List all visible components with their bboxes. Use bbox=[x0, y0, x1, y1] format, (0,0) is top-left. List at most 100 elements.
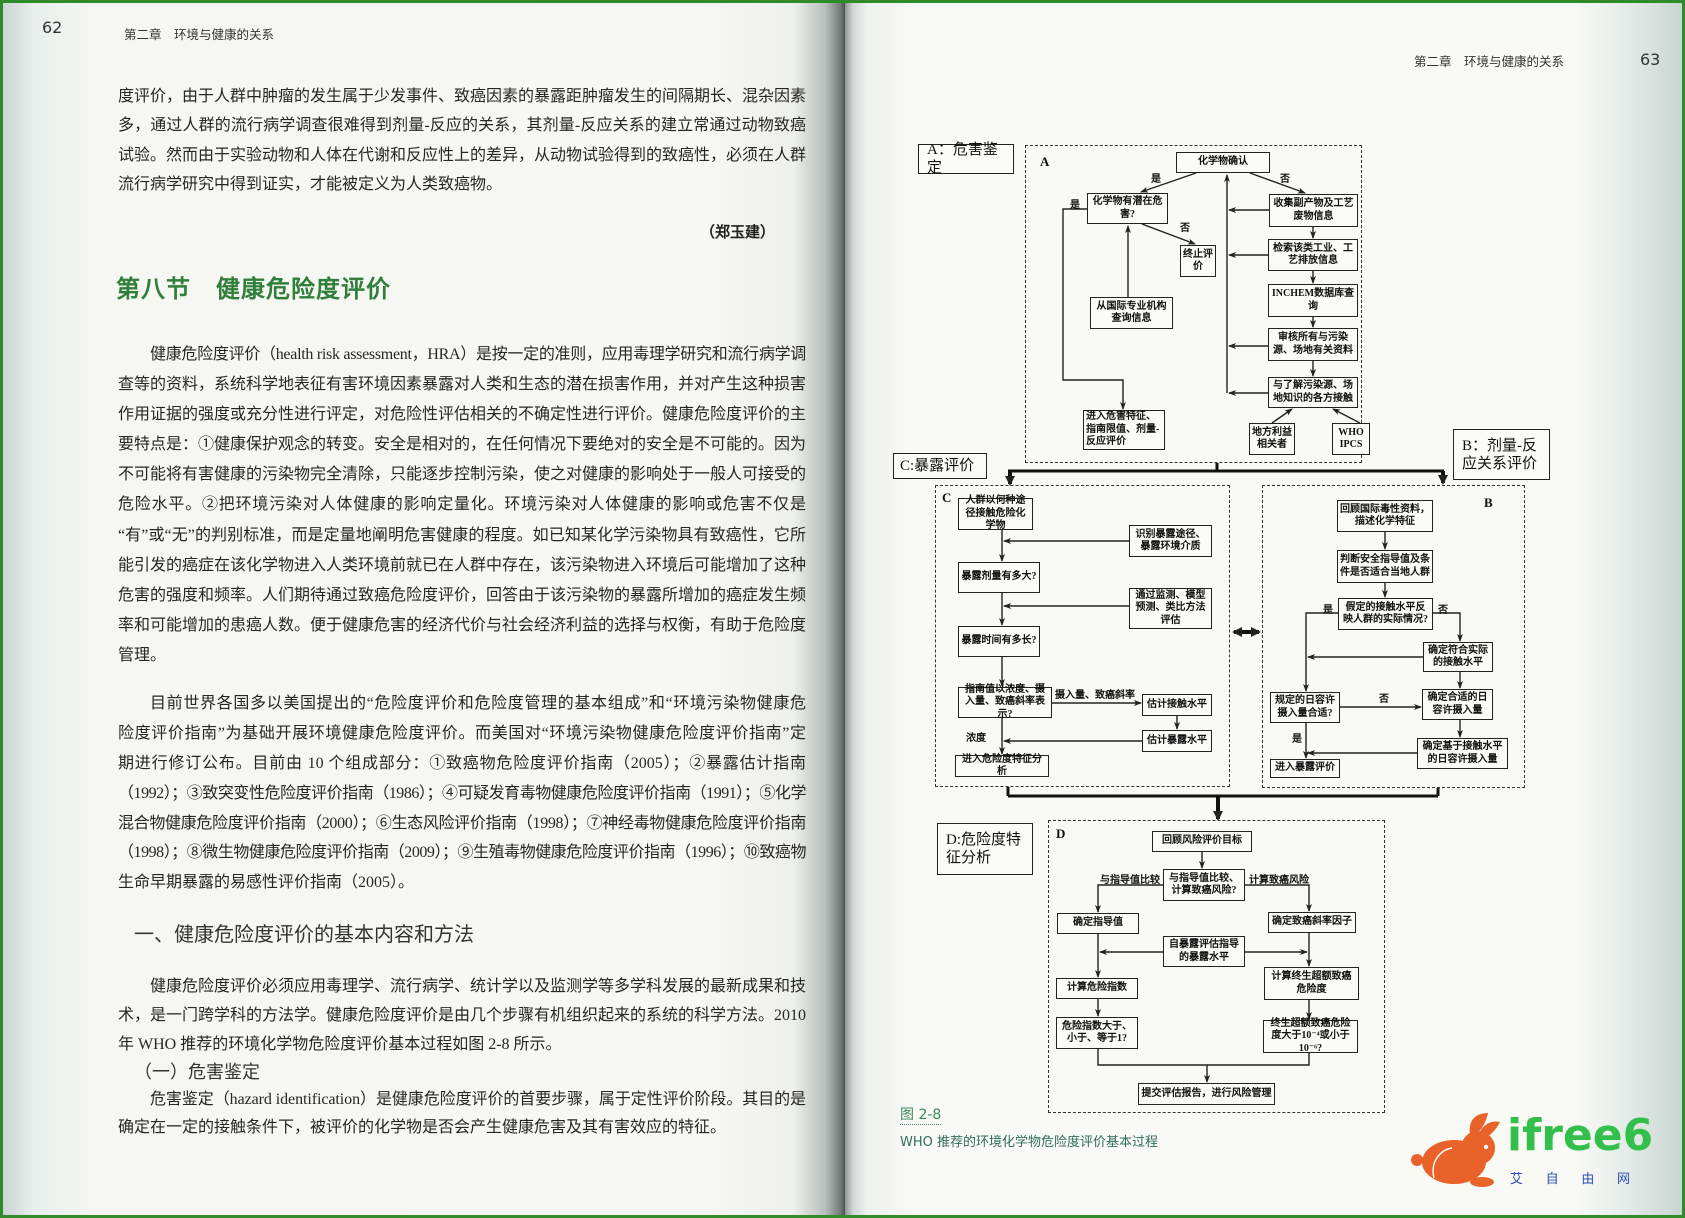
text-line: 危害的强度和频率。人们期待通过致癌危险度评价，回答由于该污染物的暴露所增加的癌症… bbox=[118, 586, 807, 604]
box-estimate-contact: 估计接触水平 bbox=[1142, 694, 1212, 716]
box-calc-lifetime-risk: 计算终生超额致癌危险度 bbox=[1264, 967, 1359, 1000]
box-enter-exposure-assessment: 进入暴露评价 bbox=[1270, 759, 1340, 778]
text-line: 危害鉴定（hazard identification）是健康危险度评价的首要步骤… bbox=[150, 1091, 806, 1108]
box-assumed-level: 假定的接触水平反映人群的实际情况? bbox=[1338, 598, 1433, 630]
stage-b-label: B：剂量-反应关系评价 bbox=[1453, 429, 1550, 480]
box-local-stakeholders: 地方利益相关者 bbox=[1249, 423, 1295, 455]
box-exposure-duration: 暴露时间有多长? bbox=[958, 626, 1040, 657]
text-line: 流行病学研究中得到证实，才能被定义为人类致癌物。 bbox=[118, 176, 503, 194]
box-determine-actual-level: 确定符合实际的接触水平 bbox=[1423, 642, 1493, 672]
text-line: 险度评价指南”为基础开展环境健康危险度评价。而美国对“环境污染物健康危险度评价指… bbox=[118, 724, 806, 742]
text-line: 健康危险度评价（health risk assessment，HRA）是按一定的… bbox=[150, 346, 806, 363]
text-line: 生命早期暴露的易感性评价指南（2005）。 bbox=[118, 874, 415, 892]
page-number-right: 63 bbox=[1640, 50, 1661, 69]
figure-caption: WHO 推荐的环境化学物危险度评价基本过程 bbox=[900, 1135, 1158, 1150]
text-line: 期进行修订公布。目前由 10 个组成部分：①致癌物危险度评价指南（2005）；②… bbox=[118, 754, 806, 772]
stage-c-label: C:暴露评价 bbox=[893, 453, 987, 479]
text-line: 能引发的癌症在该化学物进入人类环境前就已在人群中存在，该污染物进入环境后可能增加… bbox=[118, 556, 807, 574]
watermark-brand: ifree6 bbox=[1507, 1110, 1654, 1161]
label-yes: 是 bbox=[1323, 605, 1333, 616]
region-letter-b: B bbox=[1484, 495, 1493, 510]
paragraph-2: 健康危险度评价（health risk assessment，HRA）是按一定的… bbox=[118, 340, 806, 671]
label-no: 否 bbox=[1438, 605, 1448, 616]
watermark-char: 艾 bbox=[1510, 1172, 1524, 1187]
text-line: 不可能将有害健康的污染物完全清除，只能逐步控制污染，使之对健康的影响处于一般人可… bbox=[118, 466, 807, 484]
text-line: 危险水平。②把环境污染对人体健康的影响定量化。环境污染对人体健康的影响或危害不仅… bbox=[118, 496, 806, 514]
box-chemical-confirm: 化学物确认 bbox=[1176, 152, 1270, 173]
box-estimate-exposure: 估计暴露水平 bbox=[1142, 730, 1212, 752]
text-line: 要特点是：①健康保护观念的转变。安全是相对的，在任何情况下要绝对的安全是不可能的… bbox=[118, 436, 807, 454]
running-head-right: 第二章 环境与健康的关系 bbox=[1414, 54, 1565, 69]
paragraph-3: 目前世界各国多以美国提出的“危险度评价和危险度管理的基本组成”和“环境污染物健康… bbox=[118, 689, 806, 898]
text-line: 查等的资料，系统科学地表征有害环境因素暴露对人类和生态的潜在损害作用，并对产生这… bbox=[118, 376, 807, 394]
box-enter-risk-characterization: 进入危险度特征分析 bbox=[955, 754, 1049, 777]
text-line: 混合物健康危险度评价指南（2000）；⑥生态风险评价指南（1998）；⑦神经毒物… bbox=[118, 814, 807, 832]
box-exposure-level: 自暴露评估指导的暴露水平 bbox=[1163, 936, 1245, 967]
right-page bbox=[845, 3, 1682, 1215]
box-identify-route: 识别暴露途径、暴露环境介质 bbox=[1129, 525, 1212, 557]
box-monitoring: 通过监测、模型预测、类比方法评估 bbox=[1129, 588, 1212, 629]
paragraph-4: 健康危险度评价必须应用毒理学、流行病学、统计学以及监测学等多学科发展的最新成果和… bbox=[118, 972, 806, 1059]
text-line: 年 WHO 推荐的环境化学物危险度评价基本过程如图 2-8 所示。 bbox=[118, 1036, 562, 1053]
label-concentration: 浓度 bbox=[966, 733, 986, 744]
label-no: 否 bbox=[1379, 694, 1389, 705]
watermark-char: 自 bbox=[1545, 1172, 1559, 1187]
text-line: “有”或“无”的判别标准，而是定量地阐明危害健康的程度。如已知某化学污染物具有致… bbox=[118, 526, 806, 544]
subsubsection-title: （一）危害鉴定 bbox=[134, 1062, 260, 1083]
box-determine-slope-factor: 确定致癌斜率因子 bbox=[1268, 912, 1356, 933]
text-line: 健康危险度评价必须应用毒理学、流行病学、统计学以及监测学等多学科发展的最新成果和… bbox=[150, 978, 807, 995]
label-calc-cancer-risk: 计算致癌风险 bbox=[1249, 875, 1309, 886]
box-lifetime-risk-compare: 终生超额致癌危险度大于10⁻⁴或小于10⁻⁶? bbox=[1263, 1018, 1358, 1054]
figure-number: 图 2-8 bbox=[900, 1104, 942, 1125]
box-international-query: 从国际专业机构查询信息 bbox=[1090, 297, 1173, 329]
paragraph-1: 度评价，由于人群中肿瘤的发生属于少发事件、致癌因素的暴露距肿瘤发生的间隔期长、混… bbox=[118, 82, 806, 200]
author-credit: （郑玉建） bbox=[700, 225, 776, 241]
box-determine-adi: 确定合适的日容许摄入量 bbox=[1422, 689, 1493, 720]
region-letter-a: A bbox=[1040, 154, 1050, 169]
running-head-left: 第二章 环境与健康的关系 bbox=[124, 27, 275, 42]
text-line: 术，是一门跨学科的方法学。健康危险度评价是由几个步骤有机组织起来的系统的科学方法… bbox=[118, 1007, 807, 1024]
box-judge-safety: 判断安全指导值及条件是否适合当地人群 bbox=[1337, 550, 1433, 583]
box-review-sources: 审核所有与污染源、场地有关资料 bbox=[1268, 328, 1358, 361]
label-compare-guideline: 与指导值比较 bbox=[1100, 875, 1160, 886]
text-line: 作用证据的强度或充分性进行评定，对危险性评估相关的不确定性进行评价。健康危险度评… bbox=[118, 406, 807, 424]
page-number-left: 62 bbox=[42, 18, 63, 37]
label-yes: 是 bbox=[1292, 734, 1302, 745]
box-submit-report: 提交评估报告，进行风险管理 bbox=[1138, 1083, 1275, 1105]
text-line: 管理。 bbox=[118, 646, 167, 664]
label-intake-slope: 摄入量、致癌斜率 bbox=[1055, 690, 1135, 701]
box-adi-based-on-contact: 确定基于接触水平的日容许摄入量 bbox=[1417, 738, 1508, 769]
box-stop-evaluation: 终止评价 bbox=[1180, 245, 1216, 277]
text-line: 率和可能增加的患癌人数。便于健康危害的经济代价与社会经济利益的选择与权衡，有助于… bbox=[118, 616, 807, 634]
box-guideline-form: 指南值以浓度、摄入量、致癌斜率表示? bbox=[958, 684, 1052, 720]
box-review-goal: 回顾风险评价目标 bbox=[1152, 831, 1252, 852]
label-no: 否 bbox=[1280, 174, 1290, 185]
section-title: 第八节 健康危险度评价 bbox=[116, 275, 391, 303]
box-exposure-route: 人群以何种途径接触危险化学物 bbox=[958, 495, 1033, 531]
left-page bbox=[3, 3, 845, 1215]
text-line: （1992）；③致突变性危险度评价指南（1986）；④可疑发育毒物健康危险度评价… bbox=[118, 784, 807, 802]
paragraph-5: 危害鉴定（hazard identification）是健康危险度评价的首要步骤… bbox=[118, 1086, 806, 1142]
label-yes: 是 bbox=[1070, 200, 1080, 211]
box-calc-hazard-index: 计算危险指数 bbox=[1056, 978, 1138, 999]
box-potential-hazard: 化学物有潜在危害? bbox=[1087, 193, 1168, 224]
rabbit-logo-icon bbox=[1408, 1110, 1504, 1190]
box-inchem-query: INCHEM数据库查询 bbox=[1268, 284, 1358, 317]
box-hazard-index-compare: 危险指数大于、小于、等于1? bbox=[1056, 1017, 1138, 1049]
box-adi-appropriate: 规定的日容许摄入量合适? bbox=[1270, 692, 1340, 723]
watermark-char: 由 bbox=[1581, 1172, 1595, 1187]
label-no: 否 bbox=[1180, 223, 1190, 234]
text-line: 确定在一定的接触条件下，被评价的化学物是否会产生健康危害及其有害效应的特征。 bbox=[118, 1119, 727, 1136]
box-determine-guideline: 确定指导值 bbox=[1057, 913, 1139, 934]
text-line: 目前世界各国多以美国提出的“危险度评价和危险度管理的基本组成”和“环境污染物健康… bbox=[150, 695, 806, 712]
text-line: 多，通过人群的流行病学调查很难得到剂量-反应的关系，其剂量-反应关系的建立常通过… bbox=[118, 117, 806, 135]
watermark-subtitle: 艾 自 由 网 bbox=[1510, 1168, 1630, 1187]
stage-a-label: A：危害鉴定 bbox=[918, 142, 1014, 176]
box-contact-parties: 与了解污染源、场地知识的各方接触 bbox=[1268, 377, 1358, 408]
box-enter-hazard-characterization: 进入危害特征、指南限值、剂量-反应评价 bbox=[1083, 410, 1165, 450]
region-letter-d: D bbox=[1056, 826, 1066, 841]
subsection-title: 一、健康危险度评价的基本内容和方法 bbox=[134, 922, 474, 946]
text-line: （1998）；⑧微生物健康危险度评价指南（2009）；⑨生殖毒物健康危险度评价指… bbox=[118, 844, 807, 862]
box-search-industry: 检索该类工业、工艺排放信息 bbox=[1268, 239, 1358, 271]
box-compare-or-calc: 与指导值比较、计算致癌风险? bbox=[1163, 869, 1245, 901]
